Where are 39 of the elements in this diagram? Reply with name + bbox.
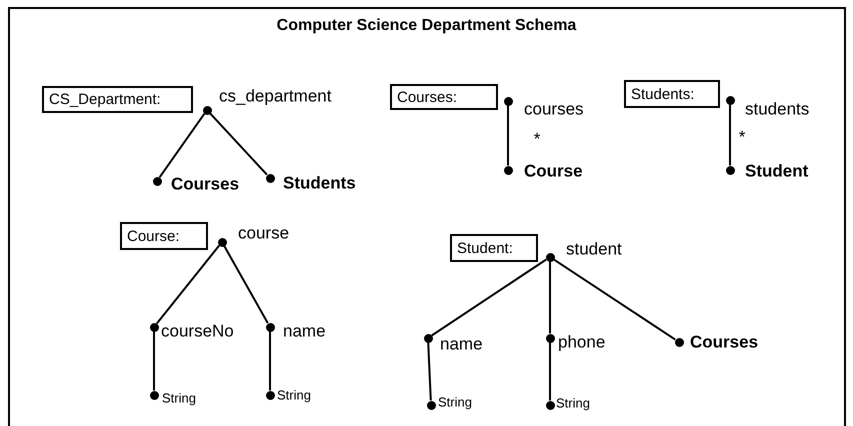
element-label: student: [566, 240, 622, 258]
type-name-box: CS_Department:: [42, 86, 193, 113]
tree-edge: [156, 244, 220, 324]
element-label: String: [162, 392, 196, 404]
element-label: courseNo: [161, 322, 234, 340]
edge-label: *: [738, 128, 746, 146]
element-label: Course: [524, 162, 583, 180]
element-label: courses: [524, 100, 584, 118]
element-label: String: [556, 396, 590, 410]
element-label: Courses: [171, 176, 240, 192]
element-label: name: [283, 322, 326, 340]
diagram-title: Computer Science Department Schema: [276, 16, 578, 36]
tree-edge: [507, 106, 509, 166]
tree-edge: [553, 258, 676, 340]
element-label: String: [438, 396, 472, 408]
type-name-box: Student:: [450, 234, 538, 262]
tree-edge: [223, 245, 269, 324]
tree-edge: [269, 332, 271, 390]
tree-edge: [729, 104, 731, 166]
tree-edge: [153, 332, 155, 390]
tree-edge: [549, 262, 551, 334]
tree-edge: [549, 342, 551, 400]
element-label: Courses: [690, 334, 758, 350]
element-label: phone: [558, 334, 606, 350]
type-name-box: Courses:: [390, 84, 498, 110]
element-label: String: [277, 388, 311, 402]
type-name-box: Course:: [120, 222, 208, 250]
element-label: Students: [283, 174, 356, 192]
type-name-box: Students:: [624, 80, 720, 108]
element-label: cs_department: [219, 88, 332, 104]
tree-edge: [431, 258, 547, 336]
element-label: course: [238, 224, 290, 242]
tree-edge: [427, 342, 432, 401]
edge-label: *: [534, 130, 540, 148]
tree-edge: [158, 113, 206, 178]
element-label: name: [440, 336, 483, 352]
element-label: students: [745, 100, 810, 118]
element-label: Student: [745, 162, 808, 180]
tree-edge: [209, 112, 268, 176]
